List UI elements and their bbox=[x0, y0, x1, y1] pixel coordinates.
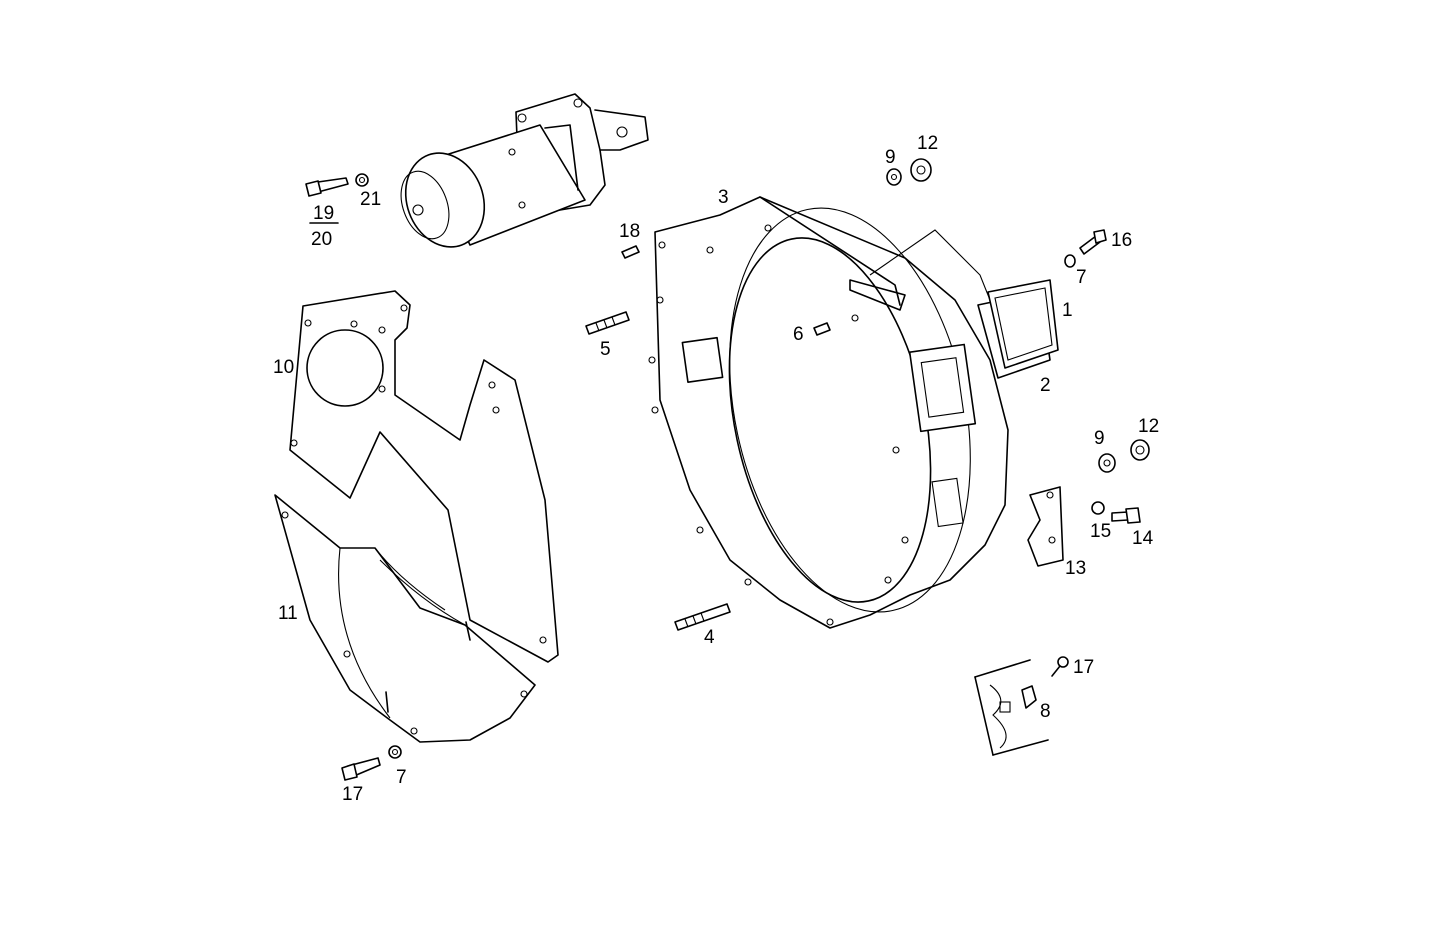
dowel-18 bbox=[621, 245, 640, 259]
plate-10 bbox=[289, 290, 559, 663]
label-18: 18 bbox=[619, 221, 640, 242]
washer-7-upper bbox=[1064, 254, 1076, 268]
bolt-17-upper bbox=[1051, 656, 1069, 677]
label-12-lower: 12 bbox=[1138, 416, 1159, 437]
label-5: 5 bbox=[600, 339, 611, 360]
label-13: 13 bbox=[1065, 558, 1086, 579]
cover-1 bbox=[987, 279, 1059, 369]
label-17-upper: 17 bbox=[1073, 657, 1094, 678]
label-10: 10 bbox=[273, 357, 294, 378]
label-19: 19 bbox=[313, 203, 334, 224]
washer-15 bbox=[1091, 501, 1105, 515]
label-20: 20 bbox=[311, 229, 332, 250]
label-12-upper: 12 bbox=[917, 133, 938, 154]
label-17-lower: 17 bbox=[342, 784, 363, 805]
label-6: 6 bbox=[793, 324, 804, 345]
bolt-17-lower bbox=[341, 757, 381, 781]
label-2: 2 bbox=[1040, 375, 1051, 396]
bolt-16 bbox=[1079, 229, 1107, 255]
label-14: 14 bbox=[1132, 528, 1154, 549]
label-3: 3 bbox=[718, 187, 729, 208]
label-1: 1 bbox=[1062, 300, 1073, 321]
plate-13 bbox=[1027, 486, 1064, 567]
washer-7-lower bbox=[388, 745, 402, 759]
nut-12-lower bbox=[1130, 439, 1150, 461]
label-21: 21 bbox=[360, 189, 381, 210]
label-8: 8 bbox=[1040, 701, 1051, 722]
washer-21 bbox=[355, 173, 369, 187]
label-16: 16 bbox=[1111, 230, 1132, 251]
starter-motor bbox=[400, 93, 649, 248]
label-11: 11 bbox=[278, 603, 298, 624]
cover-11 bbox=[274, 494, 536, 743]
bolt-19-20 bbox=[305, 177, 349, 197]
flywheel-housing-3 bbox=[648, 196, 1009, 629]
stud-4 bbox=[674, 603, 731, 631]
label-15: 15 bbox=[1090, 521, 1111, 542]
clip-8 bbox=[1021, 685, 1037, 709]
detail-inset bbox=[974, 659, 1049, 756]
label-7-upper: 7 bbox=[1076, 267, 1087, 288]
label-7-lower: 7 bbox=[396, 767, 407, 788]
label-4: 4 bbox=[704, 627, 715, 648]
stud-5 bbox=[585, 311, 630, 335]
nut-12-upper bbox=[910, 158, 932, 182]
washer-9-upper bbox=[886, 168, 902, 186]
label-9-upper: 9 bbox=[885, 147, 896, 168]
washer-9-lower bbox=[1098, 453, 1116, 473]
dowel-6 bbox=[813, 322, 831, 336]
callout-labels: 1 2 3 4 5 6 7 7 8 9 9 10 11 12 12 13 14 … bbox=[273, 133, 1159, 805]
label-9-lower: 9 bbox=[1094, 428, 1105, 449]
bolt-14 bbox=[1111, 507, 1141, 524]
